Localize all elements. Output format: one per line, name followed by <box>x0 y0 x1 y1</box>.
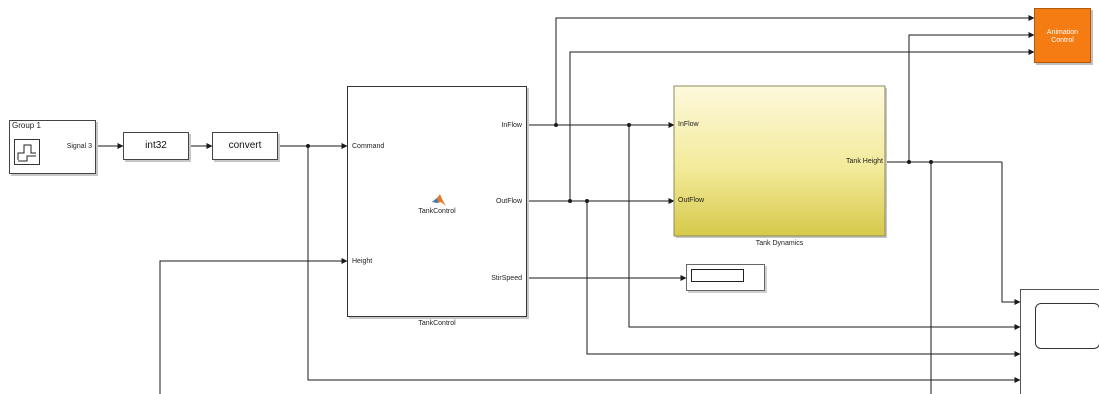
line-inflow-to-animation[interactable] <box>555 15 1035 125</box>
tank-dynamics-in-outflow: OutFlow <box>678 197 705 204</box>
line-outflow-to-scope[interactable] <box>586 201 1021 357</box>
tank-control-in-command: Command <box>352 143 385 150</box>
tank-control-center-label: TankControl <box>418 208 456 215</box>
branch-point <box>306 144 310 148</box>
tank-control-block[interactable]: Command Height InFlow OutFlow StirSpeed … <box>347 86 527 317</box>
tank-dynamics-body <box>673 85 887 238</box>
int32-block[interactable]: int32 <box>123 132 189 160</box>
tank-control-in-height: Height <box>352 258 373 265</box>
stirspeed-display-block[interactable] <box>686 264 765 291</box>
line-outflow-to-animation[interactable] <box>569 49 1035 201</box>
line-height-to-scope[interactable] <box>1001 162 1021 305</box>
int32-label: int32 <box>145 140 167 151</box>
animation-control-block[interactable]: Animation Control <box>1034 8 1091 63</box>
scope-screen-icon <box>1035 303 1099 349</box>
tank-dynamics-caption: Tank Dynamics <box>755 240 804 247</box>
branch-point <box>585 199 589 203</box>
animation-label-line1: Animation <box>1046 29 1079 36</box>
display-value <box>691 269 744 282</box>
branch-point <box>554 123 558 127</box>
branch-point <box>627 123 631 127</box>
tank-control-caption: TankControl <box>418 320 456 327</box>
animation-label-line2: Control <box>1051 37 1074 44</box>
line-inflow-to-scope[interactable] <box>628 125 1021 330</box>
tank-control-out-stirspeed: StirSpeed <box>491 275 522 282</box>
tank-control-out-outflow: OutFlow <box>495 198 522 205</box>
convert-label: convert <box>228 140 262 151</box>
tank-dynamics-in-inflow: InFlow <box>678 121 699 128</box>
signal-builder-icon <box>14 139 40 165</box>
signal-lines <box>96 15 1035 394</box>
branch-dots <box>306 123 933 203</box>
tank-dynamics-out-height: Tank Height <box>846 158 883 165</box>
group-port-label: Signal 3 <box>66 143 92 150</box>
line-height-to-animation[interactable] <box>908 32 1035 162</box>
group-title: Group 1 <box>12 121 41 130</box>
scope-block[interactable] <box>1020 289 1099 394</box>
line-command-branch-down[interactable] <box>307 146 1021 383</box>
tank-control-out-inflow: InFlow <box>501 122 522 129</box>
matlab-logo-icon <box>432 193 446 206</box>
line-height-feedback[interactable] <box>159 258 348 394</box>
tank-dynamics-block[interactable]: InFlow OutFlow Tank Height <box>674 86 885 236</box>
group-signal-block[interactable]: Group 1 Signal 3 <box>9 120 96 174</box>
convert-block[interactable]: convert <box>212 132 278 160</box>
branch-point <box>907 160 911 164</box>
branch-point <box>568 199 572 203</box>
branch-point <box>929 160 933 164</box>
